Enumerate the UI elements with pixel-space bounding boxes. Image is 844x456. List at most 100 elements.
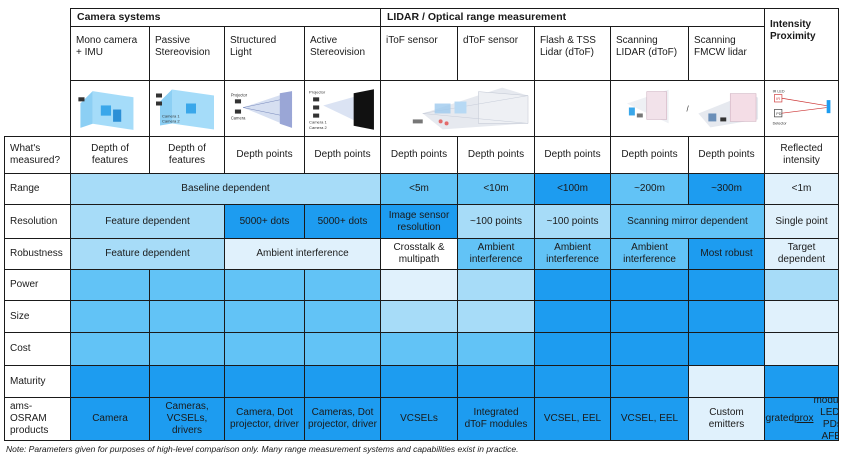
- range-cell: <100m: [534, 173, 611, 205]
- product-cell: Cameras, VCSELs, drivers: [149, 397, 225, 441]
- row-label: Resolution: [4, 204, 71, 239]
- corner-blank: [4, 8, 71, 137]
- maturity-cell: [764, 365, 839, 398]
- maturity-cell: [304, 365, 381, 398]
- row-label: What's measured?: [4, 136, 71, 174]
- cost-cell: [534, 332, 611, 366]
- row-label: Cost: [4, 332, 71, 366]
- tech-itof-sensor: iToF sensor: [380, 26, 458, 81]
- mono-camera-diagram: [70, 80, 150, 137]
- range-cell: <5m: [380, 173, 458, 205]
- row-label: ams-OSRAM products: [4, 397, 71, 441]
- maturity-cell: [224, 365, 305, 398]
- maturity-cell: [380, 365, 458, 398]
- maturity-cell: [610, 365, 689, 398]
- robustness-cell: Crosstalk & multipath: [380, 238, 458, 270]
- product-cell: VCSEL, EEL: [534, 397, 611, 441]
- cost-cell: [764, 332, 839, 366]
- product-cell: Custom emitters: [688, 397, 765, 441]
- robustness-cell: Ambient interference: [224, 238, 381, 270]
- resolution-cell: ~100 points: [457, 204, 535, 239]
- product-cell: Integrated dToF modules: [457, 397, 535, 441]
- product-cell: Camera: [70, 397, 150, 441]
- product-cell: Integrated prox modules, LEDs, PDs, AFEs: [764, 397, 839, 441]
- size-cell: [149, 300, 225, 333]
- resolution-cell: 5000+ dots: [304, 204, 381, 239]
- size-cell: [688, 300, 765, 333]
- tech-scanning-lidar: Scanning LIDAR (dToF): [610, 26, 689, 81]
- power-cell: [224, 269, 305, 301]
- measured-cell: Depth points: [457, 136, 535, 174]
- size-cell: [304, 300, 381, 333]
- resolution-cell: 5000+ dots: [224, 204, 305, 239]
- cost-cell: [224, 332, 305, 366]
- power-cell: [380, 269, 458, 301]
- power-cell: [534, 269, 611, 301]
- svg-text:IR LED: IR LED: [773, 90, 785, 94]
- tech-mono-camera-imu: Mono camera + IMU: [70, 26, 150, 81]
- maturity-cell: [688, 365, 765, 398]
- tech-dtof-sensor: dToF sensor: [457, 26, 535, 81]
- size-cell: [534, 300, 611, 333]
- cost-cell: [380, 332, 458, 366]
- product-cell: Camera, Dot projector, driver: [224, 397, 305, 441]
- measured-cell: Reflected intensity: [764, 136, 839, 174]
- robustness-cell: Ambient interference: [610, 238, 689, 270]
- cost-cell: [610, 332, 689, 366]
- cost-cell: [149, 332, 225, 366]
- size-cell: [610, 300, 689, 333]
- svg-text:Camera 2: Camera 2: [309, 125, 328, 130]
- svg-text:Projector: Projector: [309, 89, 326, 94]
- maturity-cell: [457, 365, 535, 398]
- resolution-cell: Scanning mirror dependent: [610, 204, 765, 239]
- power-cell: [149, 269, 225, 301]
- resolution-cell: Image sensor resolution: [380, 204, 458, 239]
- size-cell: [224, 300, 305, 333]
- maturity-cell: [70, 365, 150, 398]
- svg-text:/: /: [687, 104, 690, 113]
- tof-sensor-diagram: [380, 80, 535, 137]
- power-cell: [688, 269, 765, 301]
- measured-cell: Depth points: [534, 136, 611, 174]
- robustness-cell: Feature dependent: [70, 238, 225, 270]
- measured-cell: Depth points: [224, 136, 305, 174]
- maturity-cell: [534, 365, 611, 398]
- svg-text:Camera 1: Camera 1: [162, 114, 180, 119]
- size-cell: [764, 300, 839, 333]
- size-cell: [380, 300, 458, 333]
- range-cell: ~300m: [688, 173, 765, 205]
- robustness-cell: Target dependent: [764, 238, 839, 270]
- tech-passive-stereovision: Passive Stereovision: [149, 26, 225, 81]
- tech-scanning-fmcw-lidar: Scanning FMCW lidar: [688, 26, 765, 81]
- prox-link[interactable]: prox: [794, 413, 814, 425]
- tech-structured-light: Structured Light: [224, 26, 305, 81]
- power-cell: [764, 269, 839, 301]
- svg-text:Camera 1: Camera 1: [309, 120, 328, 125]
- robustness-cell: Most robust: [688, 238, 765, 270]
- flash-lidar-image-blank: [534, 80, 611, 137]
- resolution-cell: Single point: [764, 204, 839, 239]
- product-cell: VCSELs: [380, 397, 458, 441]
- row-label: Power: [4, 269, 71, 301]
- measured-cell: Depth points: [380, 136, 458, 174]
- power-cell: [457, 269, 535, 301]
- row-label: Size: [4, 300, 71, 333]
- resolution-cell: ~100 points: [534, 204, 611, 239]
- svg-text:IR: IR: [776, 97, 780, 101]
- maturity-cell: [149, 365, 225, 398]
- svg-text:Camera 2: Camera 2: [162, 119, 180, 124]
- measured-cell: Depth of features: [149, 136, 225, 174]
- cost-cell: [457, 332, 535, 366]
- tech-active-stereovision: Active Stereovision: [304, 26, 381, 81]
- resolution-cell: Feature dependent: [70, 204, 225, 239]
- size-cell: [70, 300, 150, 333]
- tech-flash-tss-lidar: Flash & TSS Lidar (dToF): [534, 26, 611, 81]
- svg-text:PD: PD: [776, 112, 781, 116]
- footnote: Note: Parameters given for purposes of h…: [6, 444, 519, 454]
- scanning-lidar-diagram: /: [610, 80, 765, 137]
